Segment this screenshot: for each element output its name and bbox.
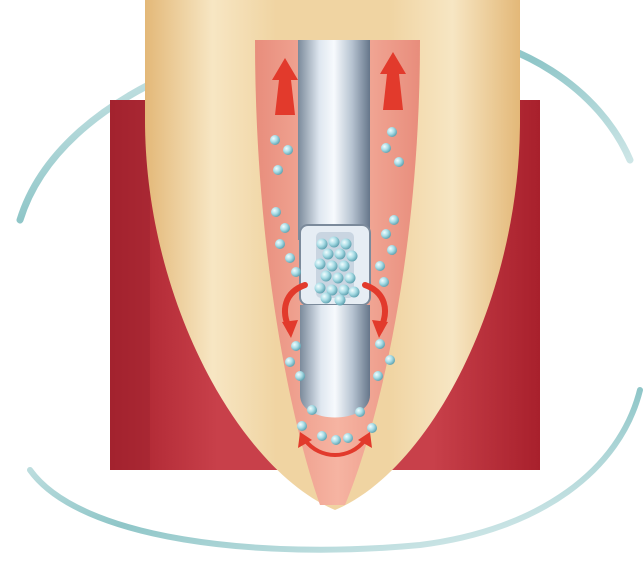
- bead-icon: [280, 223, 290, 233]
- bead-icon: [349, 287, 360, 298]
- bead-icon: [387, 245, 397, 255]
- bead-icon: [341, 239, 352, 250]
- bead-icon: [295, 371, 305, 381]
- bead-icon: [387, 127, 397, 137]
- bead-icon: [331, 435, 341, 445]
- bead-icon: [273, 165, 283, 175]
- bead-icon: [307, 405, 317, 415]
- bead-icon: [315, 283, 326, 294]
- bead-icon: [323, 249, 334, 260]
- bead-icon: [379, 277, 389, 287]
- bead-icon: [381, 143, 391, 153]
- bead-icon: [291, 267, 301, 277]
- bead-icon: [389, 215, 399, 225]
- bead-icon: [285, 253, 295, 263]
- bead-icon: [345, 273, 356, 284]
- bead-icon: [283, 145, 293, 155]
- bead-icon: [375, 339, 385, 349]
- bead-icon: [381, 229, 391, 239]
- bead-icon: [394, 157, 404, 167]
- bead-icon: [343, 433, 353, 443]
- gum-dark-edge: [110, 100, 150, 470]
- bead-icon: [355, 407, 365, 417]
- bead-icon: [271, 207, 281, 217]
- bead-icon: [327, 261, 338, 272]
- bead-icon: [339, 285, 350, 296]
- bead-icon: [285, 357, 295, 367]
- bead-icon: [333, 273, 344, 284]
- bead-icon: [317, 239, 328, 250]
- bead-icon: [385, 355, 395, 365]
- bead-icon: [270, 135, 280, 145]
- bead-icon: [335, 295, 346, 306]
- bead-icon: [339, 261, 350, 272]
- bead-icon: [275, 239, 285, 249]
- bead-icon: [321, 271, 332, 282]
- bead-icon: [335, 249, 346, 260]
- bead-icon: [367, 423, 377, 433]
- bead-icon: [375, 261, 385, 271]
- bead-icon: [373, 371, 383, 381]
- irrigation-needle: [298, 40, 370, 418]
- bead-icon: [297, 421, 307, 431]
- bead-icon: [315, 259, 326, 270]
- bead-icon: [317, 431, 327, 441]
- bead-icon: [347, 251, 358, 262]
- bead-icon: [329, 237, 340, 248]
- bead-icon: [291, 341, 301, 351]
- bead-icon: [321, 293, 332, 304]
